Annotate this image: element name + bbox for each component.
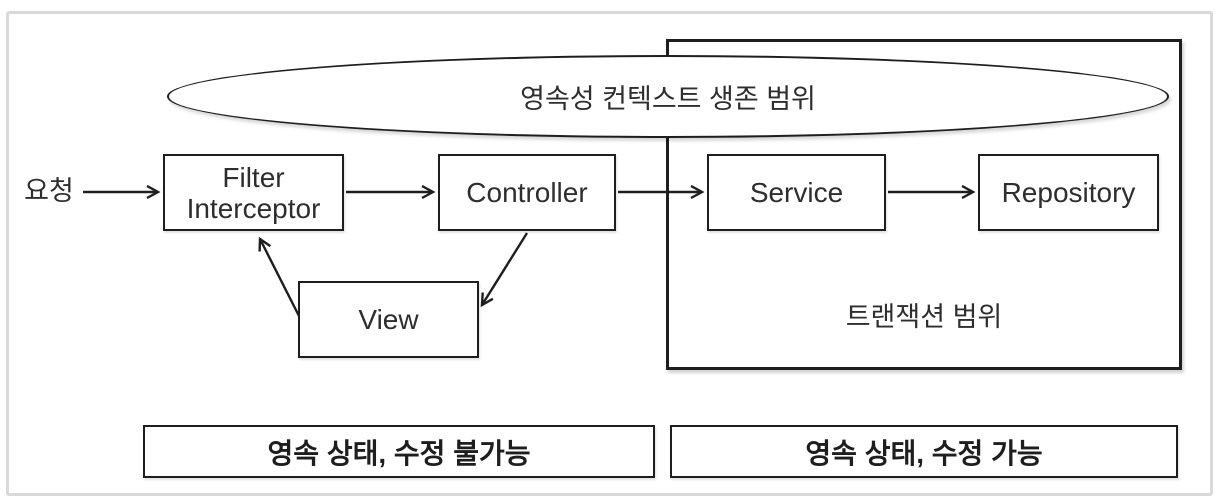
node-filter-interceptor: Filter Interceptor xyxy=(163,154,344,231)
node-view-label: View xyxy=(358,304,419,335)
node-repository-label: Repository xyxy=(1001,177,1136,208)
node-view: View xyxy=(298,281,479,358)
node-service-label: Service xyxy=(749,177,844,208)
footer-right-label: 영속 상태, 수정 가능 xyxy=(805,437,1043,469)
transaction-scope-label: 트랜잭션 범위 xyxy=(845,302,1003,332)
node-controller-label: Controller xyxy=(466,177,588,208)
request-label: 요청 xyxy=(24,176,74,206)
node-filter-interceptor-label: Filter Interceptor xyxy=(186,161,321,224)
footer-left-label: 영속 상태, 수정 불가능 xyxy=(267,437,531,469)
node-controller: Controller xyxy=(438,154,616,231)
persistence-context-label: 영속성 컨텍스트 생존 범위 xyxy=(520,84,816,114)
footer-left-box: 영속 상태, 수정 불가능 xyxy=(143,425,655,478)
node-repository: Repository xyxy=(978,154,1159,231)
persistence-context-ellipse: 영속성 컨텍스트 생존 범위 xyxy=(167,55,1169,138)
footer-right-box: 영속 상태, 수정 가능 xyxy=(670,425,1178,478)
node-service: Service xyxy=(707,154,886,231)
